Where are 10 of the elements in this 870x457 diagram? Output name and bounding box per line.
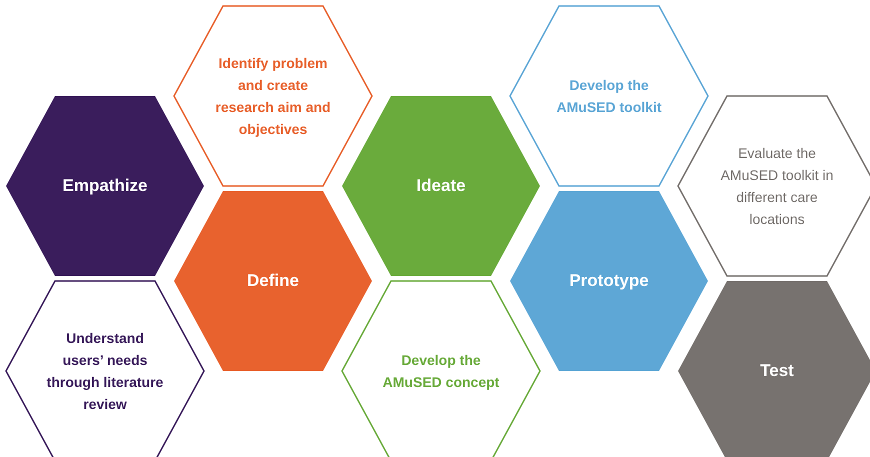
stage-description: Evaluate the AMuSED toolkit in different care locations	[720, 144, 834, 229]
stage-title: Prototype	[569, 271, 649, 291]
stage-description: Understand users’ needs through literature review	[46, 329, 164, 414]
stage-description: Develop the AMuSED toolkit	[556, 76, 662, 117]
stage-title: Define	[247, 271, 299, 291]
stage-description: Identify problem and create research aim and objectives	[214, 54, 332, 139]
stage-title: Test	[760, 361, 794, 381]
stage-title: Ideate	[416, 176, 466, 196]
stage-description: Develop the AMuSED concept	[382, 351, 500, 392]
stage-title: Empathize	[62, 176, 148, 196]
